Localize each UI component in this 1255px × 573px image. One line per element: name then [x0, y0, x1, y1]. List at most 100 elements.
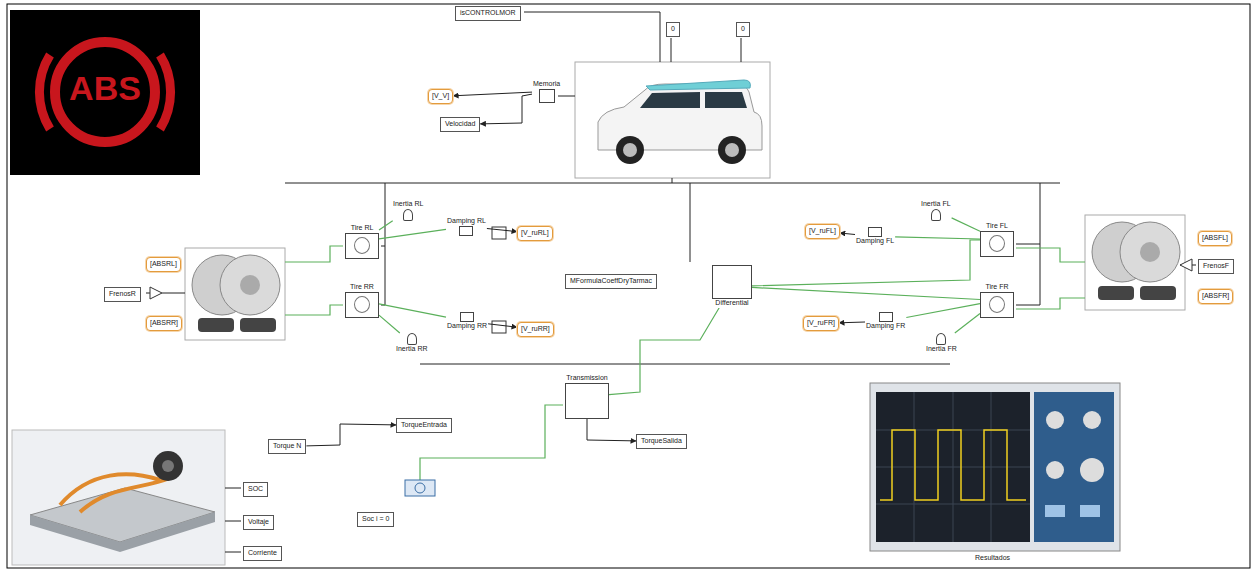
goto-tag: [ABSRL]: [146, 257, 181, 272]
tire-symbol: [989, 235, 1005, 252]
block-label: FrenosF: [1203, 262, 1229, 271]
block-icon: [712, 265, 752, 299]
block-label: Inertia RR: [395, 345, 429, 354]
block-label: SOC: [248, 485, 263, 494]
tire-symbol: [354, 296, 370, 313]
wire: [741, 38, 742, 62]
scope-button: [1080, 505, 1100, 517]
signal-box: Corriente: [243, 546, 282, 561]
battery-side: [30, 512, 215, 552]
wire: [420, 405, 563, 480]
block-label: Memoria: [532, 80, 561, 89]
goto-tag: [ABSRR]: [146, 316, 182, 331]
block-icon: [407, 333, 417, 345]
disc-hub: [1140, 242, 1160, 262]
block-label: Inertia FR: [925, 345, 958, 354]
brake-pad: [1140, 286, 1176, 300]
block-label: Velocidad: [445, 120, 475, 129]
picture-frame: [185, 248, 285, 340]
signal-box: isCONTROLMOR: [455, 6, 521, 21]
block-label: Tire FL: [985, 222, 1009, 231]
block-label: Voltaje: [248, 518, 269, 527]
connector: [895, 237, 980, 239]
icon-ground: [10, 10, 200, 175]
icon-arc: [39, 55, 50, 129]
gain-block: [1180, 259, 1192, 271]
block-label: [V_ruFR]: [807, 319, 835, 328]
brake-pad: [198, 318, 234, 332]
wire: [285, 305, 343, 315]
signal-box: 0: [736, 22, 750, 37]
icon-arc: [160, 55, 171, 129]
scope-caption: Resultados: [975, 554, 1010, 562]
simulink-block: Inertia RR: [395, 333, 429, 354]
block-icon: [403, 209, 413, 221]
block-label: Torque N: [273, 442, 301, 451]
picture-frame: [12, 430, 225, 565]
connector: [752, 240, 980, 286]
block-label: Damping FL: [855, 237, 895, 246]
connector: [609, 308, 719, 395]
simulink-block: Damping RL: [446, 217, 487, 236]
disc-hub: [240, 275, 260, 295]
signal-box: SOC: [243, 482, 268, 497]
signal-wires: [146, 12, 1196, 552]
block-label: [V_ruRL]: [521, 229, 549, 238]
signal-box: FrenosF: [1198, 259, 1234, 274]
simulink-block: Tire RR: [345, 283, 379, 318]
tire-symbol: [354, 237, 370, 254]
block-label: Damping RR: [446, 322, 488, 331]
block-icon: [980, 231, 1014, 257]
simulink-block: Inertia FR: [925, 333, 958, 354]
oscilloscope-picture: [870, 383, 1120, 551]
signal-box: Torque N: [268, 439, 306, 454]
scope-knob: [1080, 458, 1104, 482]
simulink-block: Damping FR: [865, 312, 906, 331]
block-label: MFormulaCoeffDryTarmac: [570, 277, 652, 286]
brake-pad: [1098, 286, 1134, 300]
block-icon: [936, 333, 946, 345]
motor-unit: [153, 451, 183, 481]
block-label: Differential: [714, 299, 749, 308]
simulink-block: Transmission: [565, 374, 609, 419]
block-label: Damping FR: [865, 322, 906, 331]
connector: [955, 314, 980, 334]
connector: [840, 233, 855, 235]
connector: [480, 94, 532, 124]
wire: [420, 364, 950, 365]
signal-box: MFormulaCoeffDryTarmac: [565, 274, 657, 289]
goto-tag: [V_ruRR]: [517, 322, 554, 337]
connector: [839, 322, 865, 324]
simulink-block: Damping FL: [855, 227, 895, 246]
block-label: Tire FR: [984, 283, 1009, 292]
connector: [952, 218, 980, 231]
memory-block: [492, 321, 506, 333]
block-label: Inertia RL: [392, 200, 424, 209]
wire: [690, 183, 691, 262]
wire: [558, 96, 575, 97]
block-label: [V_ruRR]: [521, 325, 550, 334]
connector: [379, 304, 446, 317]
scope-grid: [876, 392, 1030, 542]
simulink-block: Damping RR: [446, 312, 488, 331]
car-rim: [725, 143, 739, 157]
signal-box: TorqueEntrada: [396, 418, 452, 433]
block-icon: [460, 312, 474, 322]
scope-knob: [1046, 461, 1064, 479]
block-label: Inertia FL: [920, 200, 952, 209]
signal-box: 0: [666, 22, 680, 37]
signal-box: Velocidad: [440, 117, 480, 132]
block-label: Damping RL: [446, 217, 487, 226]
physical-wires: [285, 246, 1085, 480]
block-icon: [868, 227, 882, 237]
wire: [381, 183, 385, 305]
car-wheel: [718, 136, 746, 164]
car-picture: [575, 62, 770, 178]
goto-tag: [V_ruFL]: [805, 224, 840, 239]
signal-box: Voltaje: [243, 515, 274, 530]
wire: [671, 38, 672, 62]
simulink-block: Inertia FL: [920, 200, 952, 221]
wire: [1016, 298, 1085, 309]
goto-tag: [ABSFR]: [1198, 289, 1233, 304]
